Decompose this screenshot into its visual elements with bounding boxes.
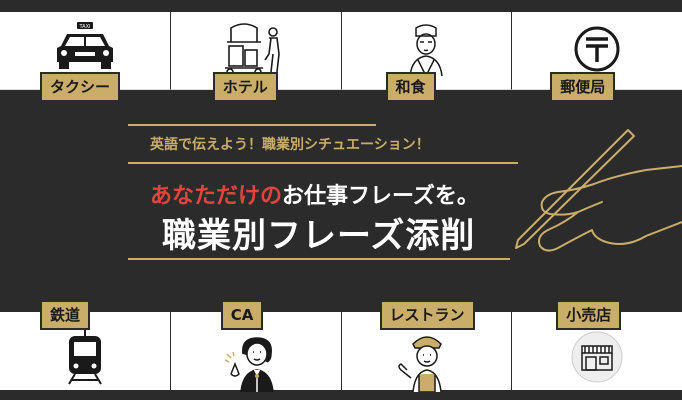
tile-label: CA: [220, 300, 264, 330]
shop-icon: [571, 331, 623, 383]
subtitle: 英語で伝えよう！職業別シチュエーション！: [150, 137, 430, 153]
flight-attendant-icon: [224, 337, 274, 392]
tile-label: 郵便局: [550, 72, 616, 102]
tile-japanese-food: 和食: [341, 12, 513, 102]
headline-main: 職業別フレーズ添削: [162, 216, 476, 256]
tile-post-office: 郵便局: [512, 12, 682, 102]
tile-restaurant: レストラン: [341, 300, 513, 392]
tile-label: 鉄道: [40, 300, 91, 330]
hand-with-pen-icon: [515, 129, 682, 252]
tile-label: ホテル: [212, 72, 278, 102]
tile-label: 和食: [385, 72, 436, 102]
top-tiles: TAXI タクシー: [0, 12, 682, 102]
tile-label: レストラン: [379, 300, 475, 330]
tile-cabin-attendant: CA: [170, 300, 342, 392]
headline-line-1: あなただけのお仕事フレーズを。: [150, 178, 479, 210]
headline-rest: お仕事フレーズを。: [282, 184, 479, 209]
tile-taxi: TAXI タクシー: [0, 12, 171, 102]
tile-retail-store: 小売店: [512, 300, 682, 390]
divider-line-top: [128, 124, 376, 126]
tile-hotel: ホテル: [170, 12, 342, 102]
taxi-icon: TAXI: [56, 22, 113, 69]
headline-highlight: あなただけの: [150, 184, 283, 209]
post-office-icon: [574, 26, 620, 72]
divider-line-bottom: [128, 258, 510, 260]
tile-label: 小売店: [556, 300, 622, 330]
train-icon: [68, 330, 102, 385]
svg-text:TAXI: TAXI: [78, 24, 90, 30]
tile-railway: 鉄道: [0, 300, 171, 390]
bottom-tiles: 鉄道 CA: [0, 300, 682, 392]
tile-label: タクシー: [40, 72, 121, 102]
waitress-icon: [398, 336, 443, 392]
divider-line-middle: [128, 162, 518, 164]
